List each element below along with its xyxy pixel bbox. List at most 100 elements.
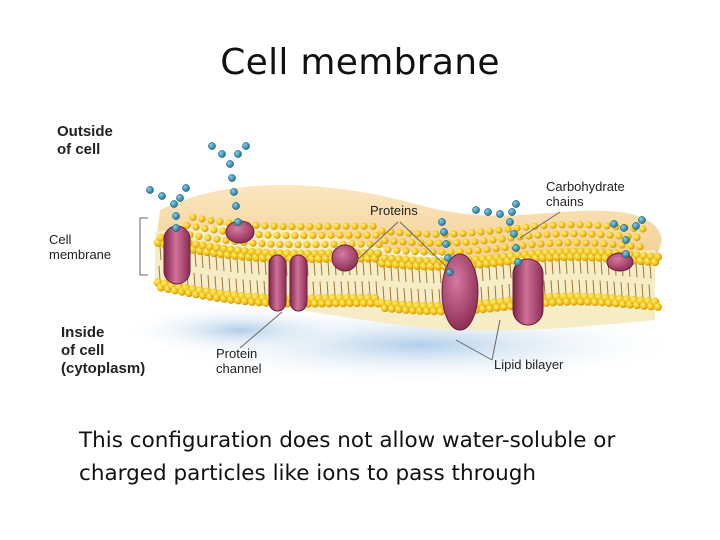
lipid-head [555,239,562,246]
lipid-head [411,248,418,255]
carbohydrate-bead [620,224,627,231]
carbohydrate-bead [510,230,517,237]
carbohydrate-bead [234,218,241,225]
lipid-head [438,249,445,256]
lipid-head [492,245,499,252]
lipid-head [453,239,460,246]
lipid-head [558,221,565,228]
lipid-head [195,233,202,240]
lipid-head [213,236,220,243]
carbohydrate-bead [512,244,519,251]
lipid-head [483,246,490,253]
carbohydrate-bead [146,186,153,193]
carbohydrate-bead [440,228,447,235]
lipid-head [519,242,526,249]
lipid-head [429,249,436,256]
lipid-head [273,232,280,239]
lipid-head [579,230,586,237]
lipid-head [312,241,319,248]
lipid-head [633,234,640,241]
lipid-head [321,241,328,248]
caption-line-1: This configuration does not allow water-… [79,424,699,457]
lipid-head [276,241,283,248]
lipid-head [363,232,370,239]
lipid-head [564,239,571,246]
label-cell-membrane-line2: membrane [49,247,111,262]
lipid-head [489,236,496,243]
carbohydrate-bead [484,208,491,215]
lipid-head [486,228,493,235]
carbohydrate-bead [170,200,177,207]
lipid-head [534,232,541,239]
lipid-head [267,241,274,248]
lipid-head [396,229,403,236]
lipid-head [549,222,556,229]
lipid-head [408,239,415,246]
carbohydrate-bead [496,210,503,217]
lipid-head [480,237,487,244]
lipid-head [294,241,301,248]
lipid-head [393,247,400,254]
label-carbohydrate-line2: chains [546,194,625,209]
lipid-head [216,218,223,225]
lipid-head [576,221,583,228]
lipid-head [600,240,607,247]
lipid-head [300,232,307,239]
lipid-head [594,222,601,229]
label-inside-cell-line3: (cytoplasm) [61,360,145,378]
lipid-head [561,230,568,237]
carbohydrate-bead [438,218,445,225]
lipid-head [552,230,559,237]
lipid-head [285,241,292,248]
lipid-head [381,237,388,244]
lipid-head [297,223,304,230]
lipid-head [378,228,385,235]
lipid-head [654,303,662,311]
lipid-head [318,232,325,239]
label-outside-cell-line1: Outside [57,123,113,141]
lipid-head [423,231,430,238]
carbohydrate-bead [228,174,235,181]
label-cell-membrane: Cell membrane [49,232,111,262]
integral-protein [442,254,478,330]
lipid-head [330,241,337,248]
carbohydrate-bead [230,188,237,195]
lipid-head [189,214,196,221]
lipid-head [399,238,406,245]
lipid-head [288,223,295,230]
lipid-head [567,221,574,228]
integral-protein [513,259,543,325]
carbohydrate-bead [234,150,241,157]
lipid-head [474,247,481,254]
carbohydrate-bead [472,206,479,213]
lipid-head [249,240,256,247]
carbohydrate-bead [610,220,617,227]
lipid-head [306,223,313,230]
lipid-head [204,234,211,241]
carbohydrate-bead [182,184,189,191]
lipid-head [504,226,511,233]
lipid-head [201,225,208,232]
lipid-head [471,238,478,245]
label-inside-cell-line2: of cell [61,342,145,360]
lipid-head [609,241,616,248]
lipid-head [279,223,286,230]
carbohydrate-bead [638,216,645,223]
carbohydrate-bead [172,212,179,219]
lipid-head [366,241,373,248]
lipid-head [627,242,634,249]
lipid-head [522,224,529,231]
lipid-head [390,238,397,245]
lipid-head [354,232,361,239]
carbohydrate-bead [514,258,521,265]
lipid-head [477,229,484,236]
lipid-head [372,232,379,239]
lipid-head [374,249,382,257]
label-outside-cell-line2: of cell [57,141,113,159]
lipid-head [573,239,580,246]
carbohydrate-bead [158,192,165,199]
lipid-head [369,223,376,230]
lipid-head [264,231,271,238]
label-cell-membrane-line1: Cell [49,232,111,247]
lipid-head [324,223,331,230]
